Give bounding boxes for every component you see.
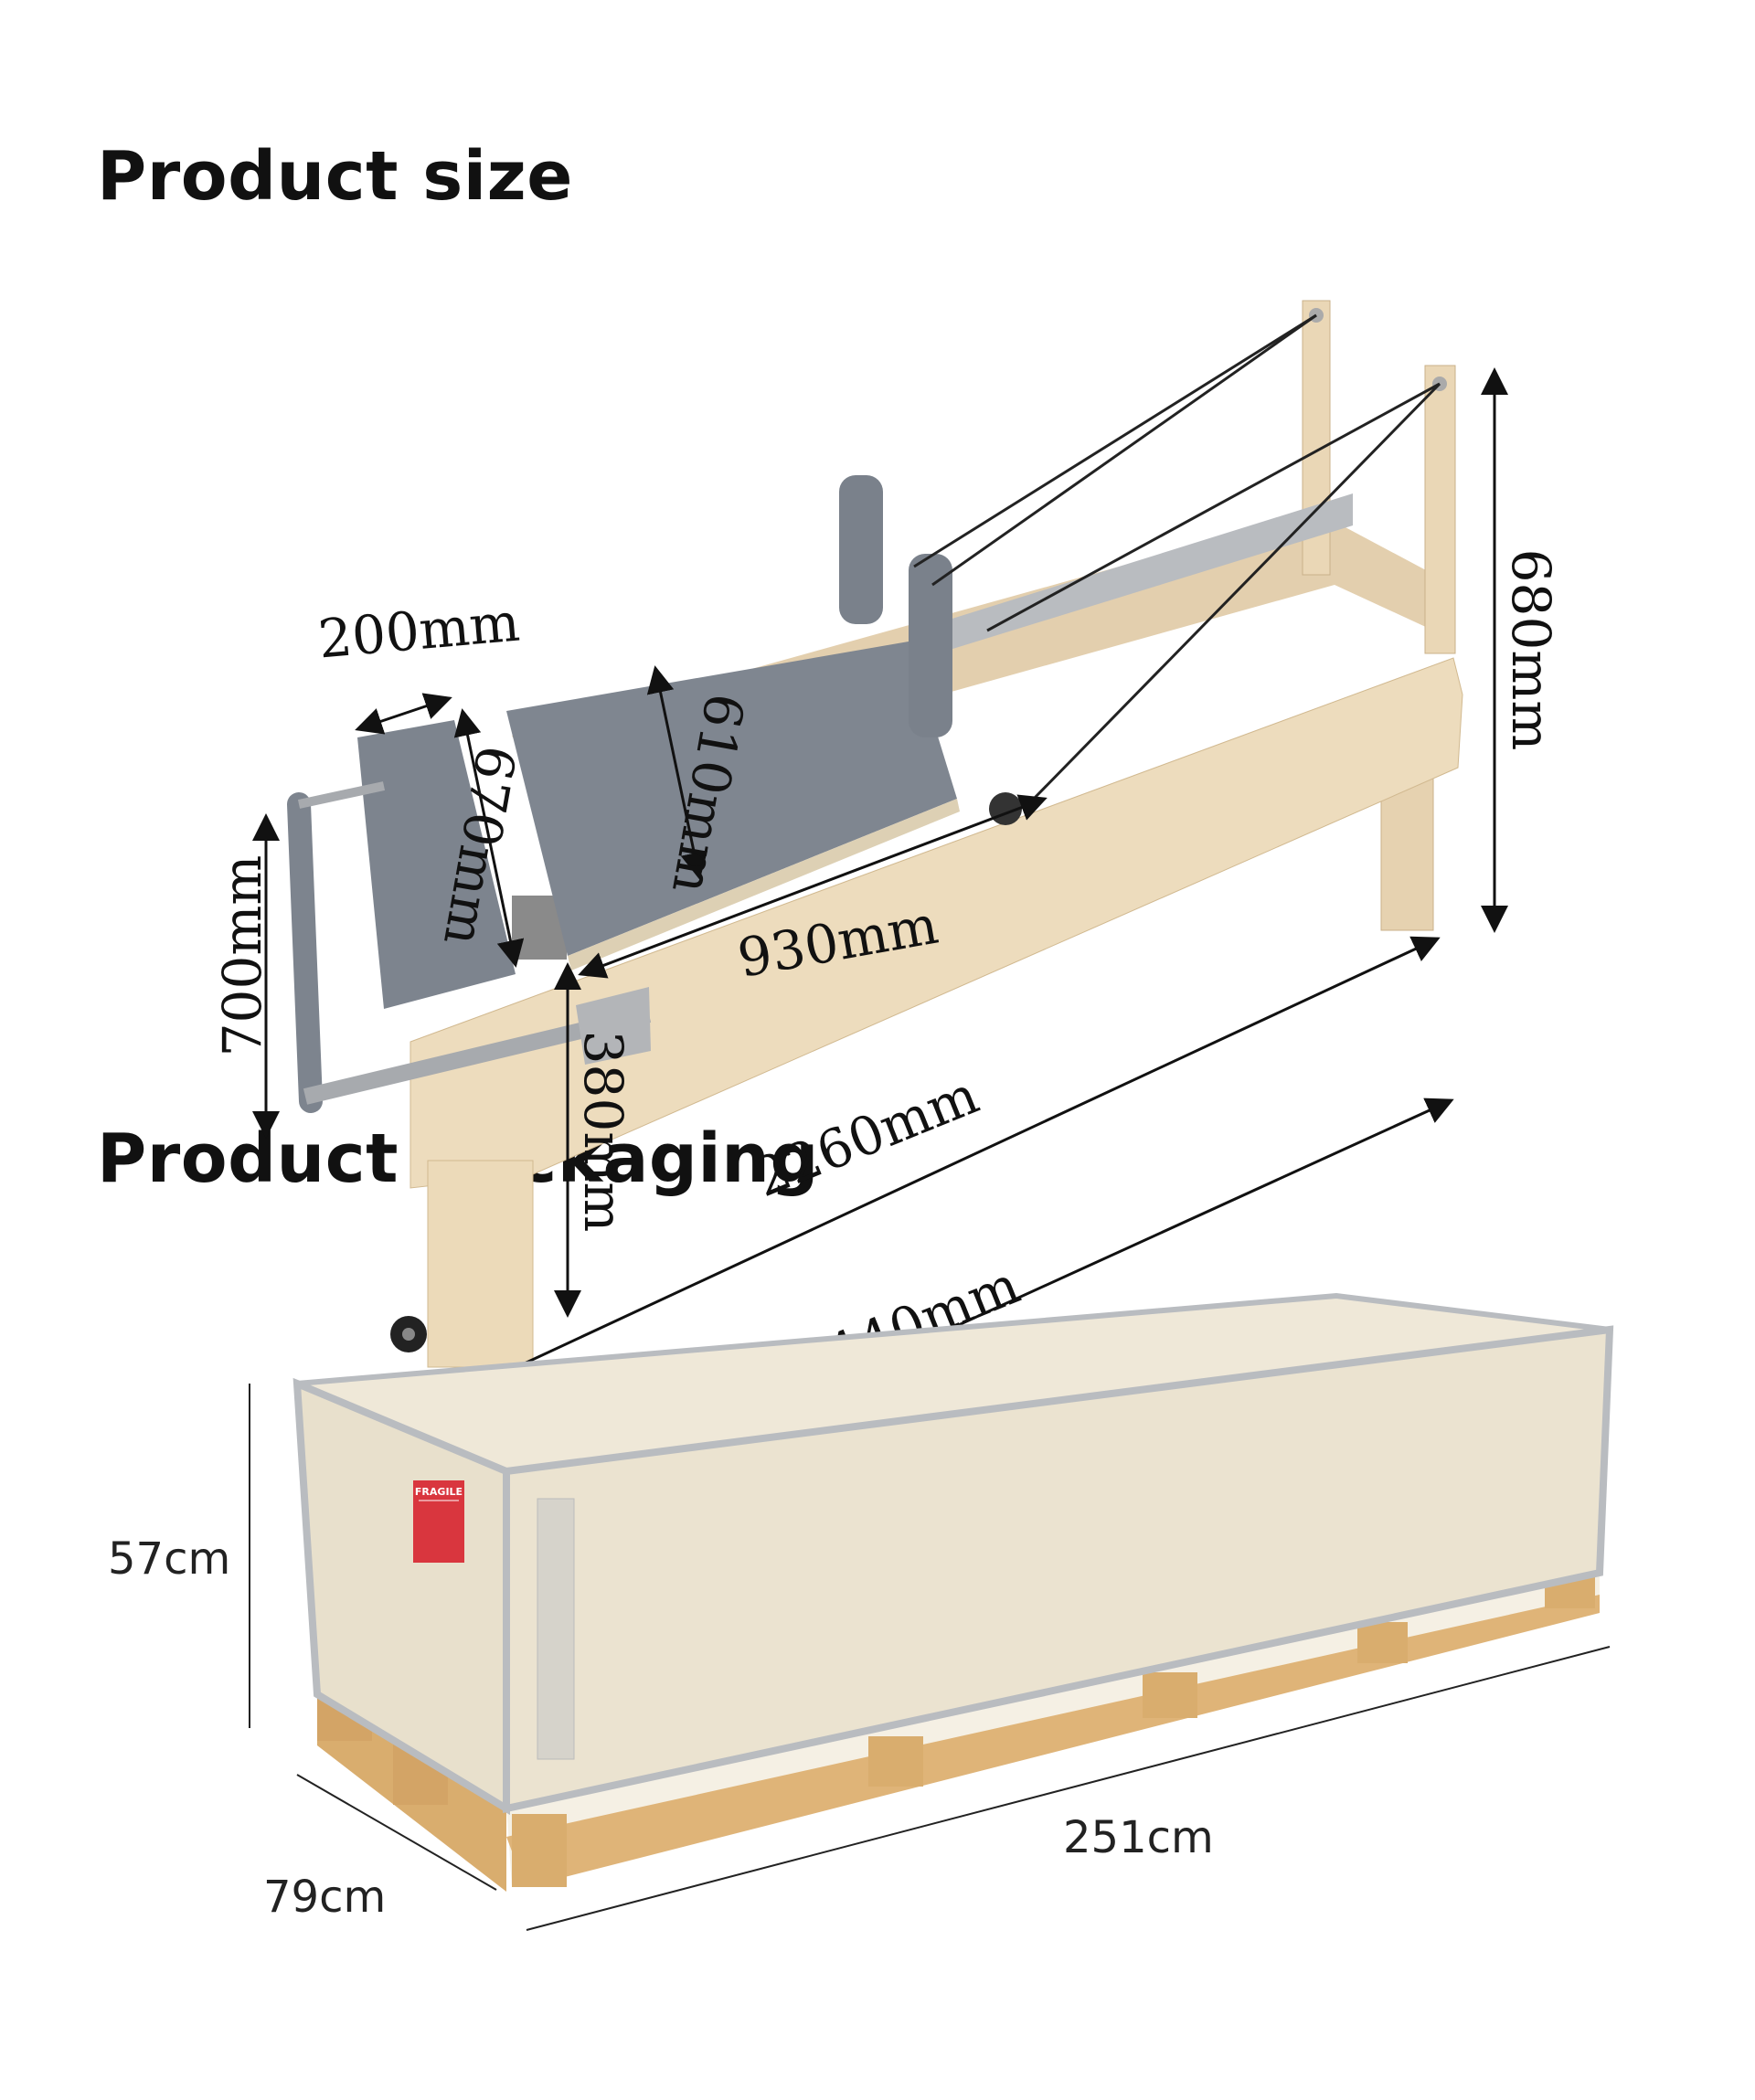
crate-length-label: 251cm bbox=[1063, 1812, 1214, 1863]
fragile-label: FRAGILE bbox=[413, 1480, 464, 1563]
crate-dimension-lines bbox=[249, 1384, 1611, 1931]
frame-height-label: 380mm bbox=[572, 1031, 634, 1233]
product-size-heading: Product size bbox=[97, 137, 573, 216]
shipping-crate-image bbox=[292, 1292, 1614, 1892]
footbar-height-label: 700mm bbox=[211, 855, 273, 1057]
tower-height-label: 680mm bbox=[1500, 549, 1562, 751]
headrest-width-label: 200mm bbox=[315, 591, 522, 671]
frame-length-label: 2260mm bbox=[745, 1064, 986, 1210]
crate-height-label: 57cm bbox=[108, 1533, 230, 1585]
fragile-label-text: FRAGILE bbox=[415, 1486, 463, 1498]
crate-depth-label: 79cm bbox=[263, 1872, 386, 1923]
